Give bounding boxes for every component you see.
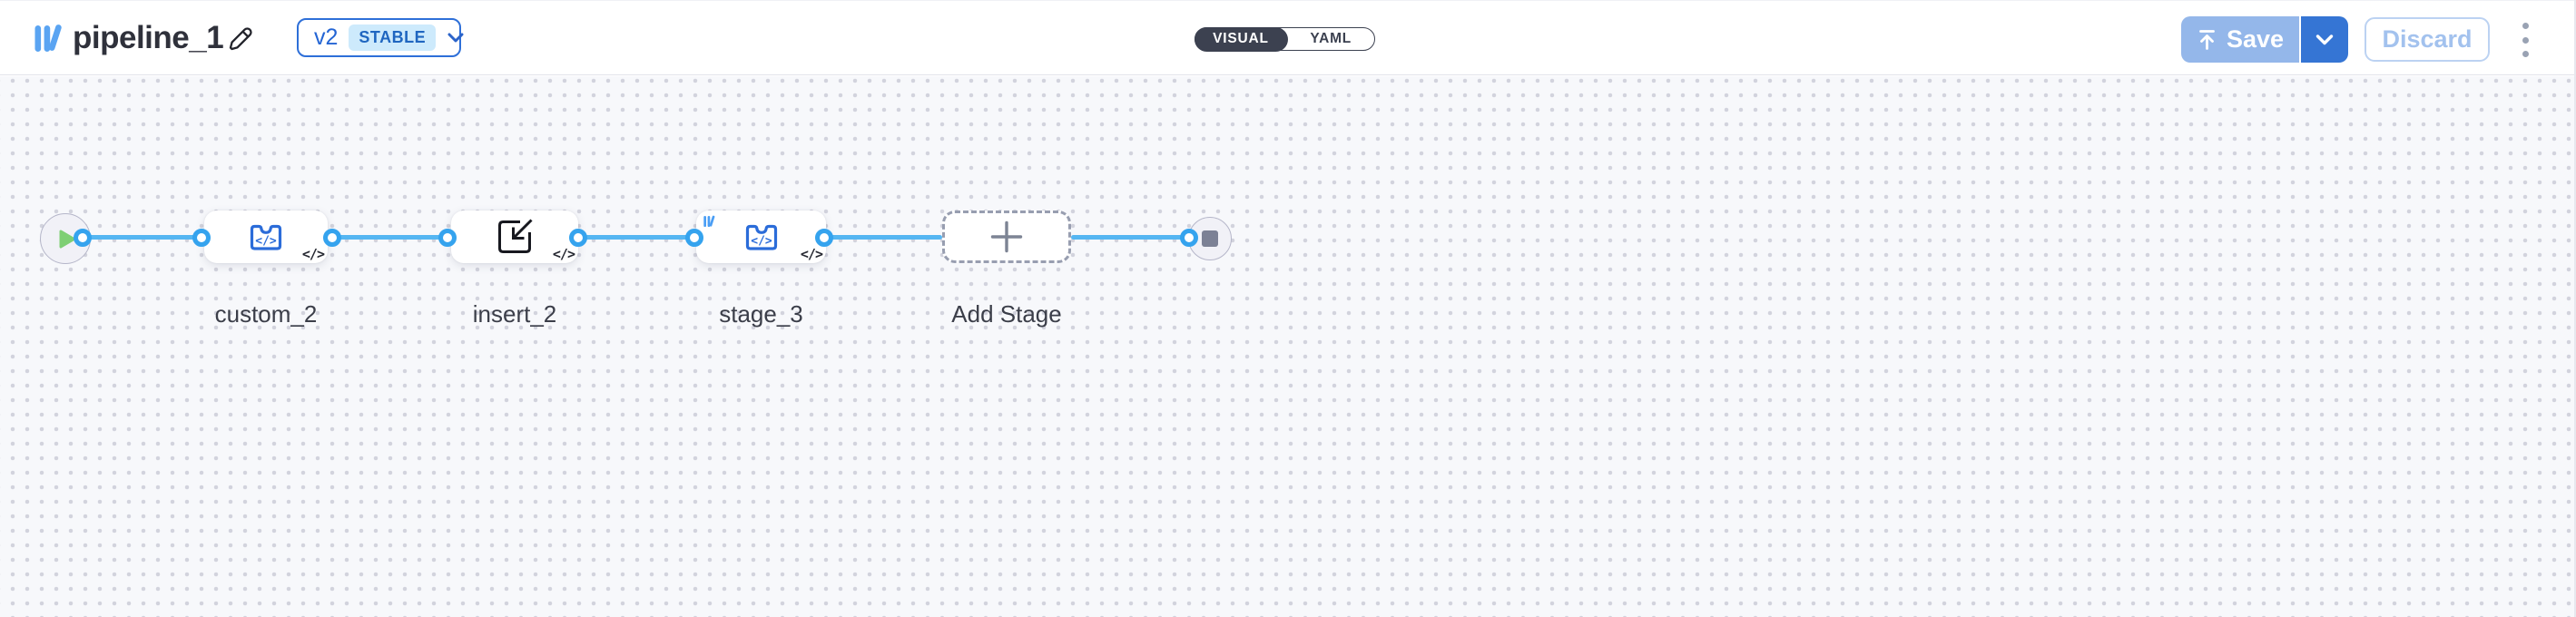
discard-button[interactable]: Discard: [2365, 17, 2490, 62]
port-insert-in[interactable]: [438, 229, 457, 247]
header-bar: pipeline_1 v2 STABLE VISUAL YAML: [0, 0, 2574, 75]
edit-title-icon[interactable]: [225, 24, 253, 57]
port-custom-in[interactable]: [192, 229, 211, 247]
port-end-in[interactable]: [1180, 229, 1198, 247]
play-icon: [59, 230, 75, 248]
plus-icon: [990, 220, 1023, 253]
port-stage-out[interactable]: [815, 229, 833, 247]
save-options-button[interactable]: [2301, 16, 2348, 63]
version-selector-button[interactable]: v2 STABLE: [297, 18, 464, 57]
more-options-icon[interactable]: [2515, 23, 2535, 57]
status-badge: STABLE: [349, 24, 437, 51]
library-logo-icon: [34, 24, 62, 58]
discard-button-label: Discard: [2382, 25, 2473, 53]
add-stage-button[interactable]: [942, 211, 1071, 263]
page-title: pipeline_1: [73, 20, 224, 55]
code-badge-icon: </>: [552, 246, 575, 262]
edge-addstage-end: [1071, 235, 1190, 240]
svg-text:</>: </>: [255, 234, 277, 248]
port-start-out[interactable]: [74, 229, 92, 247]
stage-node-custom_2[interactable]: </> </>: [204, 211, 328, 263]
svg-text:</>: </>: [751, 234, 772, 248]
code-badge-icon: </>: [301, 246, 325, 262]
port-insert-out[interactable]: [569, 229, 587, 247]
stage-node-stage_3[interactable]: </> </>: [696, 211, 826, 263]
edge-stage-addstage: [824, 235, 942, 240]
save-button[interactable]: Save: [2181, 16, 2299, 63]
version-label: v2: [314, 24, 339, 50]
stage-label: custom_2: [214, 300, 318, 328]
stop-icon: [1202, 230, 1218, 247]
stage-node-insert_2[interactable]: </>: [451, 211, 578, 263]
chevron-down-icon: [2315, 34, 2334, 44]
view-mode-toggle: VISUAL YAML: [1194, 26, 1375, 52]
edge-custom-insert: [332, 235, 447, 240]
tab-yaml[interactable]: YAML: [1310, 31, 1352, 46]
code-stage-icon: </>: [250, 224, 282, 250]
stage-label: insert_2: [472, 300, 557, 328]
insert-stage-icon: [498, 219, 533, 253]
save-split-button: Save: [2181, 16, 2348, 63]
pipeline-canvas[interactable]: </> </> </> </>: [0, 76, 2574, 617]
upload-arrow-icon: [2197, 29, 2217, 51]
chevron-down-icon: [447, 32, 465, 44]
edge-insert-stage: [578, 235, 694, 240]
port-custom-out[interactable]: [323, 229, 341, 247]
code-stage-icon: </>: [745, 224, 777, 250]
code-badge-icon: </>: [800, 246, 823, 262]
library-badge-icon: [703, 215, 715, 232]
stage-label: stage_3: [719, 300, 803, 328]
save-button-label: Save: [2226, 25, 2285, 53]
edge-start-custom: [83, 235, 202, 240]
port-stage-in[interactable]: [685, 229, 703, 247]
add-stage-label: Add Stage: [951, 300, 1062, 328]
pipeline-end-node[interactable]: [1188, 217, 1232, 260]
tab-visual[interactable]: VISUAL: [1194, 26, 1288, 52]
save-button-divider: [2299, 16, 2301, 63]
